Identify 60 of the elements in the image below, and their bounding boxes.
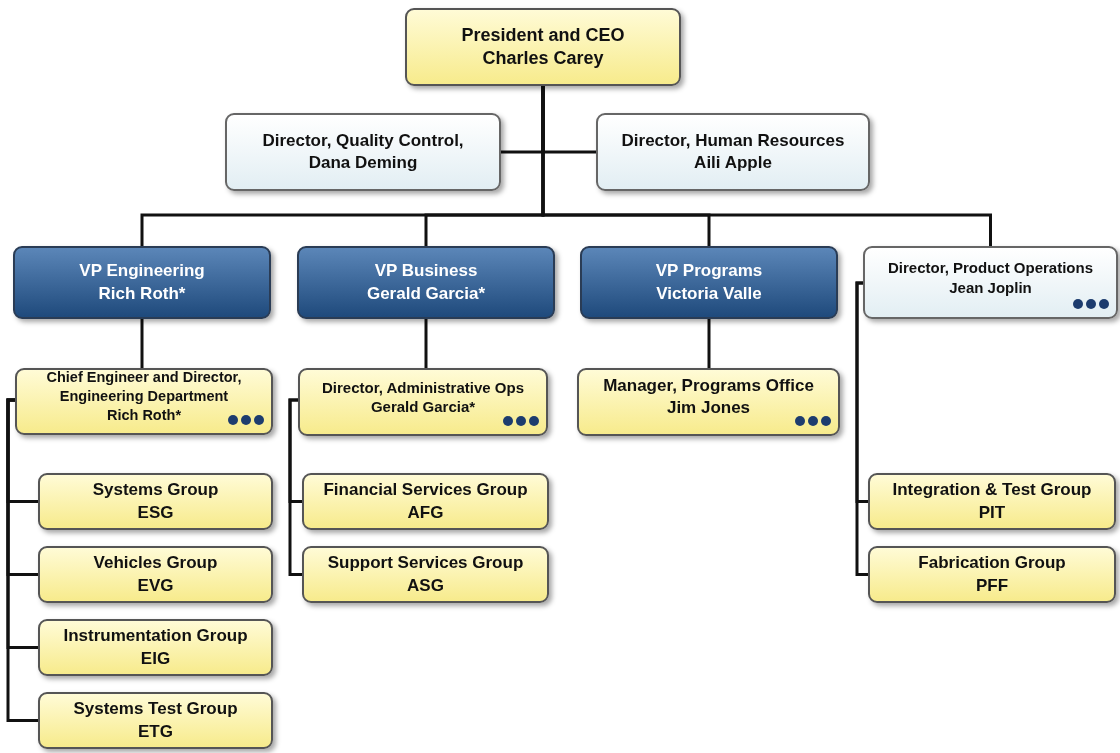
position-title: Systems Group bbox=[92, 479, 219, 502]
org-chart-box bbox=[38, 619, 273, 676]
connector-line bbox=[140, 319, 144, 368]
name-text: Charles Carey bbox=[482, 47, 604, 70]
position-title: Support Services Group bbox=[327, 552, 524, 575]
name-text: ASG bbox=[407, 574, 444, 597]
name-text: Jean Joplin bbox=[949, 277, 1032, 297]
org-chart-box bbox=[13, 246, 271, 319]
org-chart-box bbox=[302, 546, 549, 603]
position-title: Financial Services Group bbox=[323, 479, 528, 502]
name-text: Victoria Valle bbox=[656, 282, 762, 305]
name-text: EIG bbox=[140, 647, 171, 670]
position-title: Systems Test Group bbox=[73, 698, 238, 721]
name-text: Dana Deming bbox=[308, 152, 418, 174]
org-chart-box bbox=[863, 246, 1118, 319]
position-title: President and CEO bbox=[461, 23, 625, 47]
org-chart-box bbox=[868, 473, 1116, 530]
org-chart-box bbox=[302, 473, 549, 530]
name-text: Gerald Garcia* bbox=[370, 397, 476, 417]
position-title: Director, Administrative Ops bbox=[322, 377, 524, 397]
name-text: ESG bbox=[137, 501, 174, 524]
org-chart-box bbox=[297, 246, 555, 319]
position-title: Director, Product Operations bbox=[887, 258, 1093, 278]
connector-line bbox=[288, 398, 302, 576]
position-title: Fabrication Group bbox=[918, 552, 1066, 575]
name-text: EVG bbox=[137, 574, 174, 597]
org-chart-box bbox=[596, 113, 870, 191]
position-title: VP Programs bbox=[655, 260, 763, 283]
org-chart-box bbox=[868, 546, 1116, 603]
position-title: VP Business bbox=[374, 260, 478, 283]
name-text: PFF bbox=[975, 574, 1009, 597]
name-text: Gerald Garcia* bbox=[366, 282, 486, 305]
position-title: Manager, Programs Office bbox=[603, 374, 814, 397]
connector-line bbox=[707, 319, 711, 368]
position-title: Instrumentation Group bbox=[63, 625, 248, 648]
connector-line bbox=[855, 281, 868, 576]
name-text: Rich Roth* bbox=[98, 282, 186, 305]
name-text: PIT bbox=[978, 501, 1006, 524]
position-title: Vehicles Group bbox=[93, 552, 218, 575]
org-chart-box bbox=[38, 546, 273, 603]
org-chart-box bbox=[298, 368, 548, 436]
org-chart-box bbox=[38, 692, 273, 749]
name-text: Jim Jones bbox=[666, 397, 751, 419]
name-text: Aili Apple bbox=[694, 152, 772, 174]
org-chart-box bbox=[580, 246, 838, 319]
position-title: Director, Quality Control, bbox=[262, 129, 464, 152]
position-title: Director, Human Resources bbox=[621, 129, 845, 152]
connector-line bbox=[6, 398, 38, 722]
org-chart-box bbox=[38, 473, 273, 530]
org-chart-box bbox=[15, 368, 273, 435]
org-chart-box bbox=[405, 8, 681, 86]
org-chart-box bbox=[577, 368, 840, 436]
position-title: VP Engineering bbox=[79, 260, 205, 283]
org-chart-box bbox=[225, 113, 501, 191]
position-title: Integration & Test Group bbox=[892, 479, 1092, 502]
name-text: ETG bbox=[138, 720, 173, 743]
position-title: Chief Engineer and Director, Engineering Department bbox=[45, 368, 243, 406]
connector-line bbox=[424, 319, 428, 368]
name-text: Rich Roth* bbox=[106, 405, 182, 425]
name-text: AFG bbox=[407, 501, 444, 524]
